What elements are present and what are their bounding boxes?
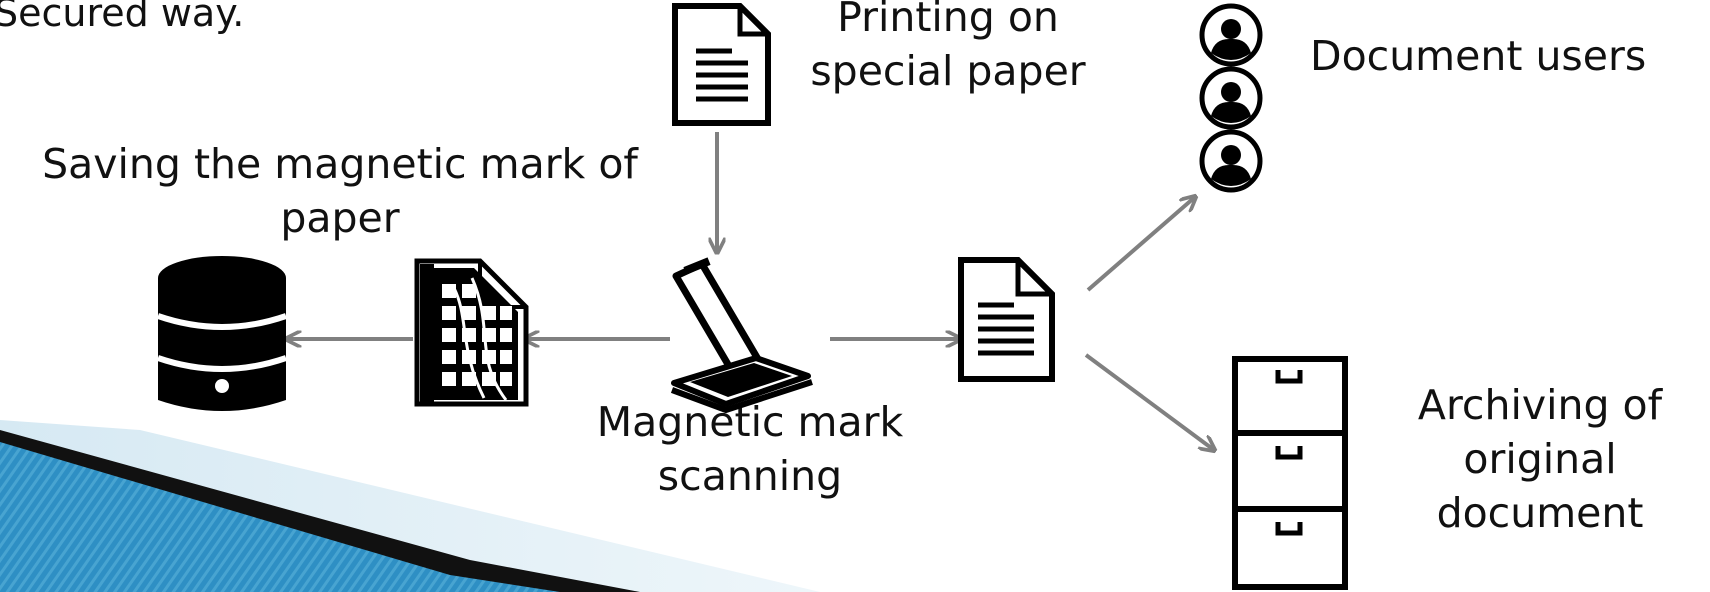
printing-label: Printing on special paper [788,0,1108,98]
printing-label-line-1: Printing on [837,0,1059,41]
intro-text: Secured way. [0,0,245,35]
document-icon [958,257,1055,382]
printing-label-line-2: special paper [810,47,1086,95]
archiving-label-line-2: original [1463,435,1617,483]
users-label: Document users [1310,29,1646,83]
database-icon [157,256,287,411]
user-icon [1199,3,1263,67]
saving-label-line-1: Saving the magnetic mark of [42,140,638,188]
archiving-label-line-1: Archiving of [1417,381,1663,429]
scanning-label-line-1: Magnetic mark [596,398,904,446]
users-icon-group [1199,3,1263,193]
scanning-label-line-2: scanning [657,452,843,500]
file-cabinet-icon [1232,356,1348,590]
document-icon [672,3,771,126]
saving-label-line-2: paper [280,194,400,242]
arrows [287,132,1214,450]
archiving-label-line-3: document [1436,489,1644,537]
users-label-line-1: Document users [1310,32,1647,80]
arrow-document-to-users [1086,197,1195,292]
scanning-label: Magnetic mark scanning [560,395,940,503]
saving-label: Saving the magnetic mark of paper [0,137,680,245]
user-icon [1199,129,1263,193]
arrow-document-to-archive [1084,353,1214,450]
user-icon [1199,66,1263,130]
scanner-icon [670,257,813,413]
building-document-icon [414,258,529,407]
archiving-label: Archiving of original document [1390,378,1690,540]
